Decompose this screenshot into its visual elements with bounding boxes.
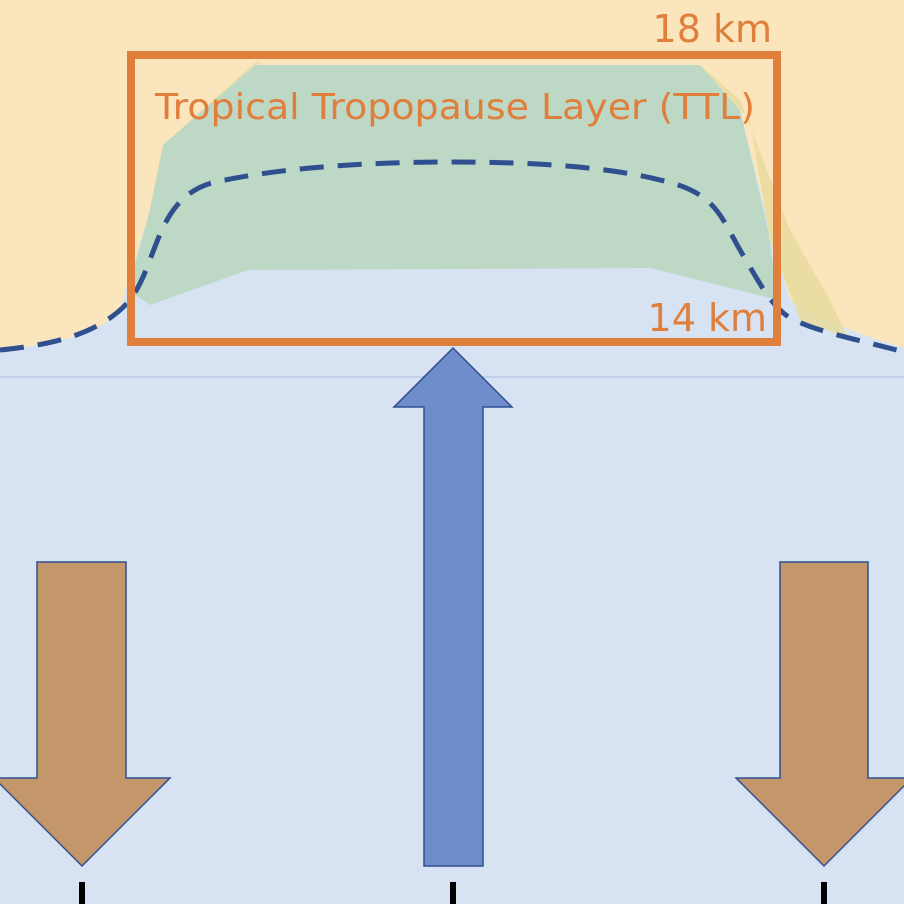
downwelling-arrow-left	[0, 561, 172, 868]
top-altitude-label: 18 km	[653, 7, 772, 51]
upwelling-arrow	[392, 346, 514, 867]
ttl-shaded-band	[128, 65, 778, 305]
ttl-box	[127, 51, 781, 346]
downwelling-arrow-right	[734, 561, 904, 868]
bottom-altitude-label: 14 km	[648, 296, 767, 340]
tropopause-dashed-line	[0, 159, 904, 355]
layer-name-label: Tropical Tropopause Layer (TTL)	[154, 87, 755, 128]
